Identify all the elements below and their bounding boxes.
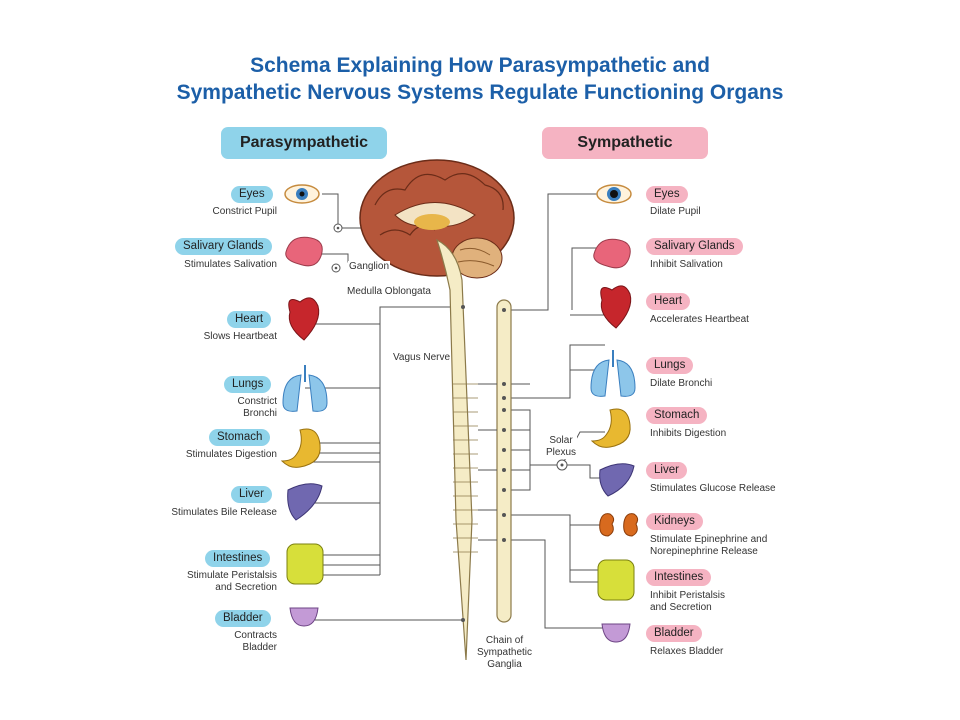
connector-sym-chain-branches: [505, 409, 531, 491]
sym-stomach-effect: Inhibits Digestion: [650, 428, 727, 439]
medulla-oblongata-label: Medulla Oblongata: [346, 286, 432, 298]
para-stomach-effect: Stimulates Digestion: [185, 449, 277, 460]
para-lungs-label: Lungs: [224, 376, 272, 393]
salivary-gland-icon-right: [593, 238, 631, 269]
heart-icon-left: [288, 297, 320, 341]
para-heart-label: Heart: [227, 311, 272, 328]
sym-liver-effect: Stimulates Glucose Release: [650, 483, 776, 494]
lungs-icon-left: [282, 365, 328, 412]
intestines-icon-right: [597, 559, 635, 601]
para-eyes-effect: Constrict Pupil: [212, 206, 277, 217]
connector-vagus-trunk: [379, 306, 462, 575]
connector-sym-kidneys-intestines: [505, 514, 600, 583]
sym-eyes-effect: Dilate Pupil: [650, 206, 701, 217]
kidneys-icon-right: [599, 513, 639, 537]
para-bladder-label: Bladder: [215, 610, 271, 627]
sym-bladder-effect: Relaxes Bladder: [650, 646, 724, 657]
para-stomach-label: Stomach: [209, 429, 271, 446]
sym-lungs-effect: Dilate Bronchi: [650, 378, 713, 389]
vagus-nerve-label: Vagus Nerve: [392, 352, 452, 364]
sym-bladder-label: Bladder: [646, 625, 702, 642]
para-lungs-effect-1: Constrict: [237, 396, 277, 407]
sym-heart-label: Heart: [646, 293, 691, 310]
stomach-icon-left: [280, 428, 321, 468]
chain-ganglia-dots-icon: [461, 305, 506, 622]
brain-icon: [359, 159, 515, 279]
para-intestines-label: Intestines: [205, 550, 271, 567]
sym-liver-label: Liver: [646, 462, 687, 479]
parasympathetic-header: Parasympathetic: [221, 127, 387, 159]
connector-sym-eyes: [505, 193, 625, 311]
para-liver-effect: Stimulates Bile Release: [171, 507, 277, 518]
title-line-1: Schema Explaining How Parasympathetic an…: [250, 54, 710, 77]
vertebra-ticks-icon: [453, 383, 478, 553]
liver-icon-left: [287, 483, 323, 521]
bladder-icon-right: [601, 623, 631, 643]
diagram-title: Schema Explaining How Parasympathetic an…: [0, 52, 960, 106]
sym-heart-effect: Accelerates Heartbeat: [650, 314, 749, 325]
salivary-gland-icon-left: [285, 236, 323, 267]
sym-lungs-label: Lungs: [646, 357, 694, 374]
sym-intestines-label: Intestines: [646, 569, 712, 586]
intestines-icon-left: [286, 543, 324, 585]
sympathetic-chain-icon: [496, 299, 512, 623]
heart-icon-right: [600, 285, 632, 329]
liver-icon-right: [599, 463, 635, 497]
para-salivary-label: Salivary Glands: [175, 238, 272, 255]
connector-sym-heart-lungs: [505, 344, 605, 399]
para-salivary-effect: Stimulates Salivation: [184, 259, 277, 270]
connector-sym-heart-lungs-2: [570, 314, 605, 371]
sym-stomach-label: Stomach: [646, 407, 708, 424]
connector-sym-bladder: [505, 539, 605, 629]
para-heart-effect: Slows Heartbeat: [203, 331, 277, 342]
sym-salivary-label: Salivary Glands: [646, 238, 743, 255]
spinal-cord-icon: [435, 238, 473, 661]
sym-eyes-label: Eyes: [646, 186, 688, 203]
stomach-icon-right: [590, 408, 631, 448]
title-line-2: Sympathetic Nervous Systems Regulate Fun…: [176, 81, 784, 104]
para-eyes-label: Eyes: [231, 186, 273, 203]
sympathetic-header: Sympathetic: [542, 127, 708, 159]
sym-salivary-effect: Inhibit Salivation: [650, 259, 723, 270]
eye-icon-left: [284, 184, 320, 204]
ganglion-label: Ganglion: [348, 261, 391, 273]
sym-kidneys-label: Kidneys: [646, 513, 703, 530]
para-liver-label: Liver: [231, 486, 272, 503]
para-lungs-effect-2: Bronchi: [243, 408, 277, 419]
eye-icon-right: [596, 184, 632, 204]
bladder-icon-left: [289, 607, 319, 627]
lungs-icon-right: [590, 350, 636, 397]
